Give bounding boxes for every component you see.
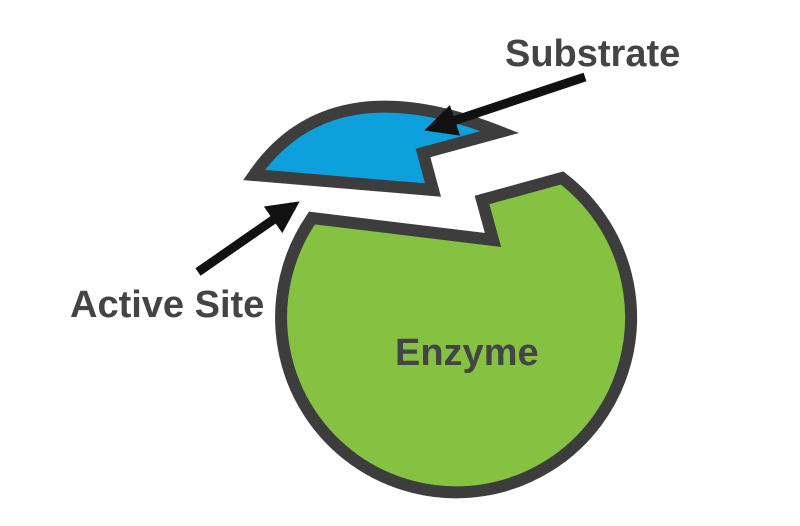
active-site-label: Active Site	[70, 284, 264, 326]
enzyme-label: Enzyme	[395, 332, 539, 374]
enzyme-shape	[275, 171, 638, 499]
substrate-label: Substrate	[505, 33, 680, 75]
active-site-arrow-icon	[195, 201, 300, 276]
substrate-arrow-icon	[424, 72, 587, 136]
